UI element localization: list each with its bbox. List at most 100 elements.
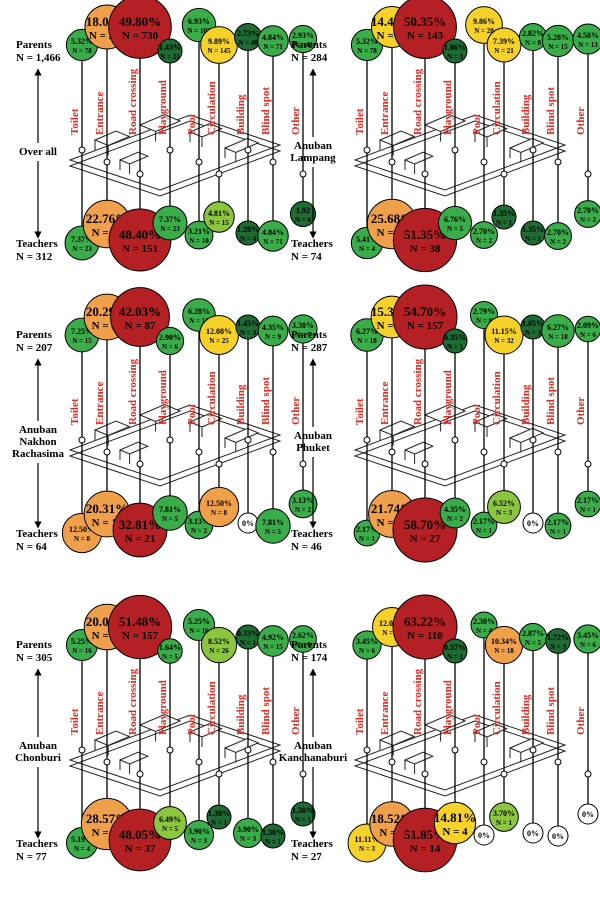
bubble-percent: 49.80%	[119, 14, 161, 29]
parents-bubble-road-crossing: 51.48%N = 157	[107, 594, 173, 660]
teachers-bubble-other: 0%	[577, 803, 599, 825]
bubble-count: N = 143	[407, 30, 444, 42]
location-dot-road-crossing	[421, 460, 429, 468]
bubble-percent: 11.11%	[354, 835, 379, 844]
bubble-percent: 12.08%	[206, 327, 232, 336]
bubble-count: N = 32	[494, 337, 514, 345]
category-label-road-crossing: Road crossing	[412, 358, 424, 425]
location-dot-circulation	[215, 170, 223, 178]
bubble-circle	[442, 638, 468, 664]
category-label-playground: Playground	[157, 80, 169, 135]
bubble-count: N = 1	[496, 219, 513, 227]
bubble-count: N = 1	[525, 235, 542, 243]
bubble-count: N = 5	[162, 825, 179, 833]
bubble-percent: 1.30%	[262, 828, 284, 837]
parents-bubble-circulation: 7.39%N = 21	[486, 27, 522, 63]
parents-bubble-blind-spot: 4.84%N = 71	[257, 25, 289, 57]
bubble-circle	[108, 0, 172, 59]
parents-bubble-playground: 1.06%N = 3	[442, 38, 468, 64]
bubble-count: N = 5	[525, 639, 542, 647]
site-plan-drawing	[353, 713, 567, 797]
bubble-percent: 48.40%	[119, 227, 161, 242]
bubble-percent: 5.28%	[547, 33, 569, 42]
bubble-count: N = 1	[211, 819, 228, 827]
category-label-pool: Pool	[471, 404, 483, 425]
building-block	[93, 130, 131, 147]
bubble-count: N = 23	[160, 225, 180, 233]
bubble-count: N = 110	[407, 630, 443, 642]
bubble-percent: 1.28%	[237, 225, 259, 234]
category-label-entrance: Entrance	[94, 92, 106, 136]
bubble-count: N = 3	[496, 509, 513, 517]
location-dot-pool	[195, 158, 203, 166]
building-block	[403, 441, 435, 455]
bubble-count: N = 5	[162, 515, 179, 523]
parents-count: N = 207	[16, 342, 53, 354]
teachers-label: Teachers	[291, 838, 333, 850]
category-label-pool: Pool	[471, 114, 483, 135]
building-block	[118, 751, 150, 765]
building-block	[473, 413, 508, 428]
location-dot-other	[299, 460, 307, 468]
bubble-count: N = 78	[357, 47, 377, 55]
bubble-percent: 12.50%	[206, 499, 232, 508]
parents-label: Parents	[16, 39, 53, 51]
bubble-percent: 2.17%	[473, 517, 495, 526]
bubble-percent: 2.09%	[577, 321, 599, 330]
category-label-playground: Playground	[442, 370, 454, 425]
parents-bubble-blind-spot: 4.35%N = 9	[257, 315, 289, 347]
bubble-circle	[572, 23, 600, 55]
bubble-circle	[260, 823, 286, 849]
parents-bubble-other: 2.09%N = 6	[574, 315, 600, 343]
bubble-count: N = 145	[207, 47, 231, 55]
location-dot-toilet	[78, 746, 86, 754]
location-dot-road-crossing	[421, 770, 429, 778]
teachers-count: N = 46	[291, 541, 322, 553]
bubble-count: N = 1	[447, 343, 464, 351]
bubble-percent: 12.50%	[69, 525, 95, 534]
bubble-circle	[107, 594, 173, 660]
parents-bubble-road-crossing: 63.22%N = 110	[392, 594, 458, 660]
bubble-percent: 51.35%	[404, 227, 446, 242]
bubble-count: N = 4	[442, 826, 468, 838]
location-dot-other	[584, 770, 592, 778]
bubble-circle	[157, 638, 183, 664]
building-block	[223, 137, 260, 154]
bubble-percent: 2.17%	[356, 525, 378, 534]
bubble-percent: 5.41%	[356, 235, 378, 244]
school-name-line: Phuket	[296, 442, 330, 454]
bubble-circle	[392, 284, 458, 350]
bubble-count: N = 8	[525, 39, 542, 47]
site-slab-edge	[353, 410, 567, 487]
bubble-circle	[257, 25, 289, 57]
bubble-percent: 5.25%	[71, 637, 93, 646]
location-dot-blind-spot	[554, 758, 562, 766]
bubble-percent: 0%	[552, 832, 564, 841]
location-dot-building	[529, 146, 537, 154]
bubble-percent: 2.87%	[522, 629, 544, 638]
bubble-count: N = 78	[72, 47, 92, 55]
school-name-line: Chonburi	[15, 752, 61, 764]
bubble-circle	[487, 490, 521, 524]
parents-bubble-other: 2.93%N = 43	[288, 24, 318, 54]
building-block	[93, 420, 131, 437]
parents-label: Parents	[16, 639, 53, 651]
teachers-label: Teachers	[16, 238, 58, 250]
teachers-bubble-building: 0%	[522, 822, 544, 844]
bubble-circle	[544, 222, 572, 250]
category-label-circulation: Circulation	[491, 81, 503, 135]
bubble-count: N = 37	[125, 843, 156, 855]
bubble-count: N = 157	[122, 630, 159, 642]
bubble-circle	[486, 27, 522, 63]
bubble-percent: 12.07%	[379, 619, 405, 628]
bubble-percent: 5.32%	[71, 37, 93, 46]
bubble-percent: 1.45%	[237, 319, 259, 328]
bubble-count: N = 2	[476, 237, 493, 245]
school-name-line: Anuban	[19, 740, 57, 752]
bubble-percent: 7.37%	[159, 215, 181, 224]
category-label-pool: Pool	[186, 114, 198, 135]
bubble-count: N = 87	[125, 320, 156, 332]
teachers-bubble-other: 1.30%N = 1	[290, 801, 316, 827]
location-dot-playground	[451, 146, 459, 154]
